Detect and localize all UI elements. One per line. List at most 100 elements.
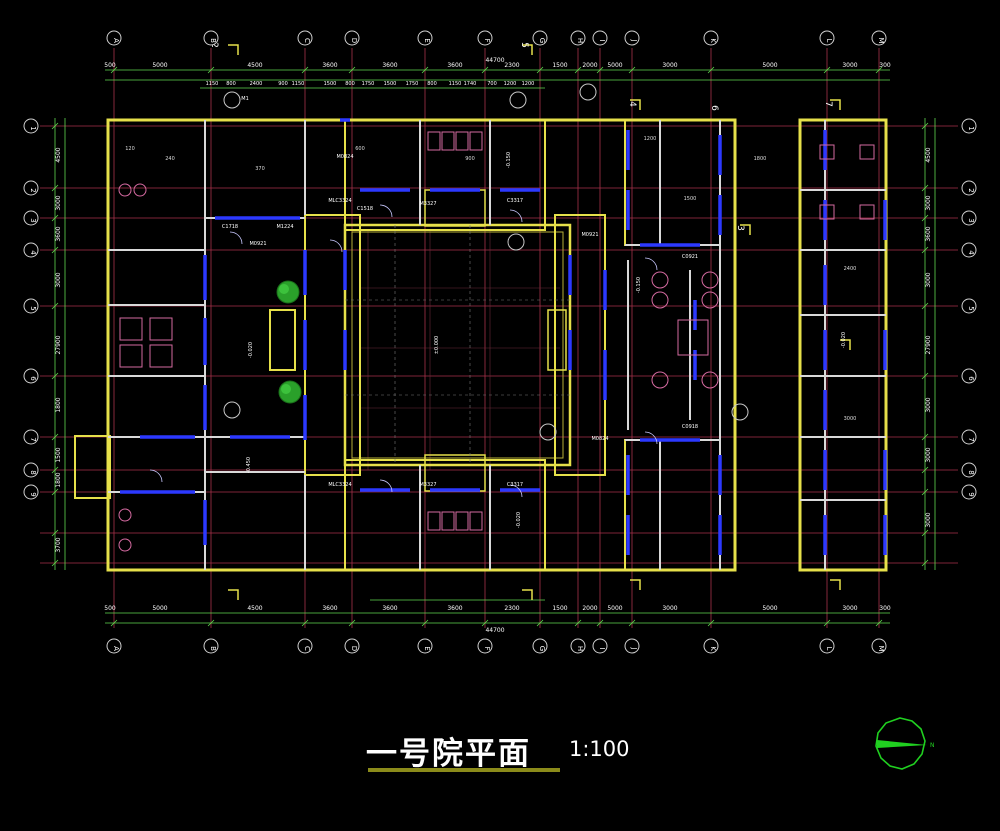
dimension-tick <box>921 559 929 567</box>
axis-label-column: C <box>303 646 311 651</box>
axis-label-column: K <box>709 646 717 651</box>
axis-label-row: 7 <box>29 437 37 441</box>
axis-bubble-column <box>477 30 493 46</box>
sanitary-fixture <box>441 131 455 151</box>
sanitary-fixture <box>149 317 173 341</box>
axis-label-column: B <box>209 646 217 651</box>
dimension-text-top: 5000 <box>152 62 167 69</box>
axis-bubble-column <box>624 30 640 46</box>
axis-bubble-column <box>417 30 433 46</box>
dimension-text-left: 3600 <box>55 226 62 241</box>
fixtures-layer <box>118 44 875 600</box>
basin-fixture <box>701 371 719 389</box>
dimension-tick <box>921 302 929 310</box>
room-tag: MLC3324 <box>328 198 351 204</box>
dimension-tick <box>481 66 489 74</box>
dimension-text-detail: 1200 <box>522 81 535 87</box>
small-dimension-label: 1800 <box>754 156 767 162</box>
room-tag: M0824 <box>336 154 353 160</box>
dimension-lines <box>51 66 936 627</box>
dimension-text-left: 1500 <box>55 447 62 462</box>
dimension-text-detail: 1750 <box>362 81 375 87</box>
dimension-text-bottom: 1500 <box>552 605 567 612</box>
axis-label-row: 9 <box>29 492 37 496</box>
axis-label-column: M <box>877 645 885 651</box>
level-text: ±0.000 <box>434 336 440 355</box>
small-dimension-label: 240 <box>165 156 175 162</box>
dimension-tick <box>51 466 59 474</box>
sanitary-fixture <box>819 204 835 220</box>
dimension-tick <box>574 619 582 627</box>
sanitary-fixture <box>455 131 469 151</box>
dimension-tick <box>823 619 831 627</box>
door-swing-icon <box>379 479 393 493</box>
dimension-tick <box>481 619 489 627</box>
dimension-tick <box>51 372 59 380</box>
overall-dimension-top: 44700 <box>485 57 504 64</box>
door-swing-icon <box>644 257 658 271</box>
axis-bubble-column <box>477 638 493 654</box>
dimension-text-left: 27900 <box>55 335 62 354</box>
dimension-text-detail: 1750 <box>406 81 419 87</box>
room-tag: M3327 <box>419 482 436 488</box>
section-number: 5 <box>519 42 529 48</box>
dimension-text-bottom: 3000 <box>842 605 857 612</box>
dimension-tick <box>110 619 118 627</box>
room-tag: M0921 <box>249 241 266 247</box>
room-tag: M0824 <box>591 436 608 442</box>
dimension-text-top: 1500 <box>552 62 567 69</box>
axis-bubble-row <box>23 429 39 445</box>
dimension-tick <box>596 66 604 74</box>
axis-label-row: 6 <box>967 376 975 381</box>
room-tag: C3317 <box>507 482 523 488</box>
north-wing-wall <box>344 119 546 231</box>
axis-label-column: B <box>209 38 217 43</box>
level-text: -0.020 <box>516 512 522 528</box>
axis-label-column: F <box>483 646 491 650</box>
dimension-tick <box>921 529 929 537</box>
axis-label-column: I <box>598 647 606 649</box>
axis-label-column: M <box>877 37 885 43</box>
small-dimension-label: 370 <box>255 166 265 172</box>
dimension-tick <box>51 214 59 222</box>
basin-fixture <box>651 291 669 309</box>
level-marker-icon <box>223 91 241 109</box>
axis-bubble-row <box>961 298 977 314</box>
axis-label-row: 9 <box>967 492 975 496</box>
dimension-text-detail: 800 <box>427 81 437 87</box>
room-tag: MLC3324 <box>328 482 351 488</box>
axis-bubble-row <box>961 210 977 226</box>
title-underline <box>368 768 560 772</box>
room-tag: C1518 <box>357 206 373 212</box>
axis-label-column: H <box>576 38 584 43</box>
dimension-text-right: 3000 <box>925 272 932 287</box>
axis-bubble-row <box>961 368 977 384</box>
dimension-text-left: 3700 <box>55 537 62 552</box>
level-text: -0.150 <box>506 152 512 168</box>
axis-label-row: 2 <box>967 188 975 192</box>
dimension-text-detail: 1500 <box>324 81 337 87</box>
axis-bubble-column <box>417 638 433 654</box>
section-mark-icon <box>522 589 533 600</box>
axis-label-column: E <box>423 38 431 42</box>
section-mark-icon <box>228 589 239 600</box>
axis-bubble-column <box>871 30 887 46</box>
dimension-text-left: 1800 <box>55 397 62 412</box>
section-mark-icon <box>840 339 851 350</box>
dimension-text-left: 1800 <box>55 472 62 487</box>
section-mark-icon <box>630 99 641 110</box>
dimension-tick <box>348 619 356 627</box>
dimension-text-right: 4500 <box>925 147 932 162</box>
axis-label-row: 3 <box>29 218 37 222</box>
axis-label-row: 8 <box>29 470 37 474</box>
dimension-text-right: 3000 <box>925 512 932 527</box>
axis-label-row: 5 <box>29 306 37 310</box>
level-text: -0.150 <box>636 277 642 293</box>
axis-label-row: 1 <box>29 126 37 130</box>
dimension-text-bottom: 500 <box>104 605 116 612</box>
sanitary-fixture <box>469 511 483 531</box>
level-text: -0.020 <box>841 332 847 348</box>
dimension-text-detail: 2400 <box>250 81 263 87</box>
dimension-tick <box>921 214 929 222</box>
